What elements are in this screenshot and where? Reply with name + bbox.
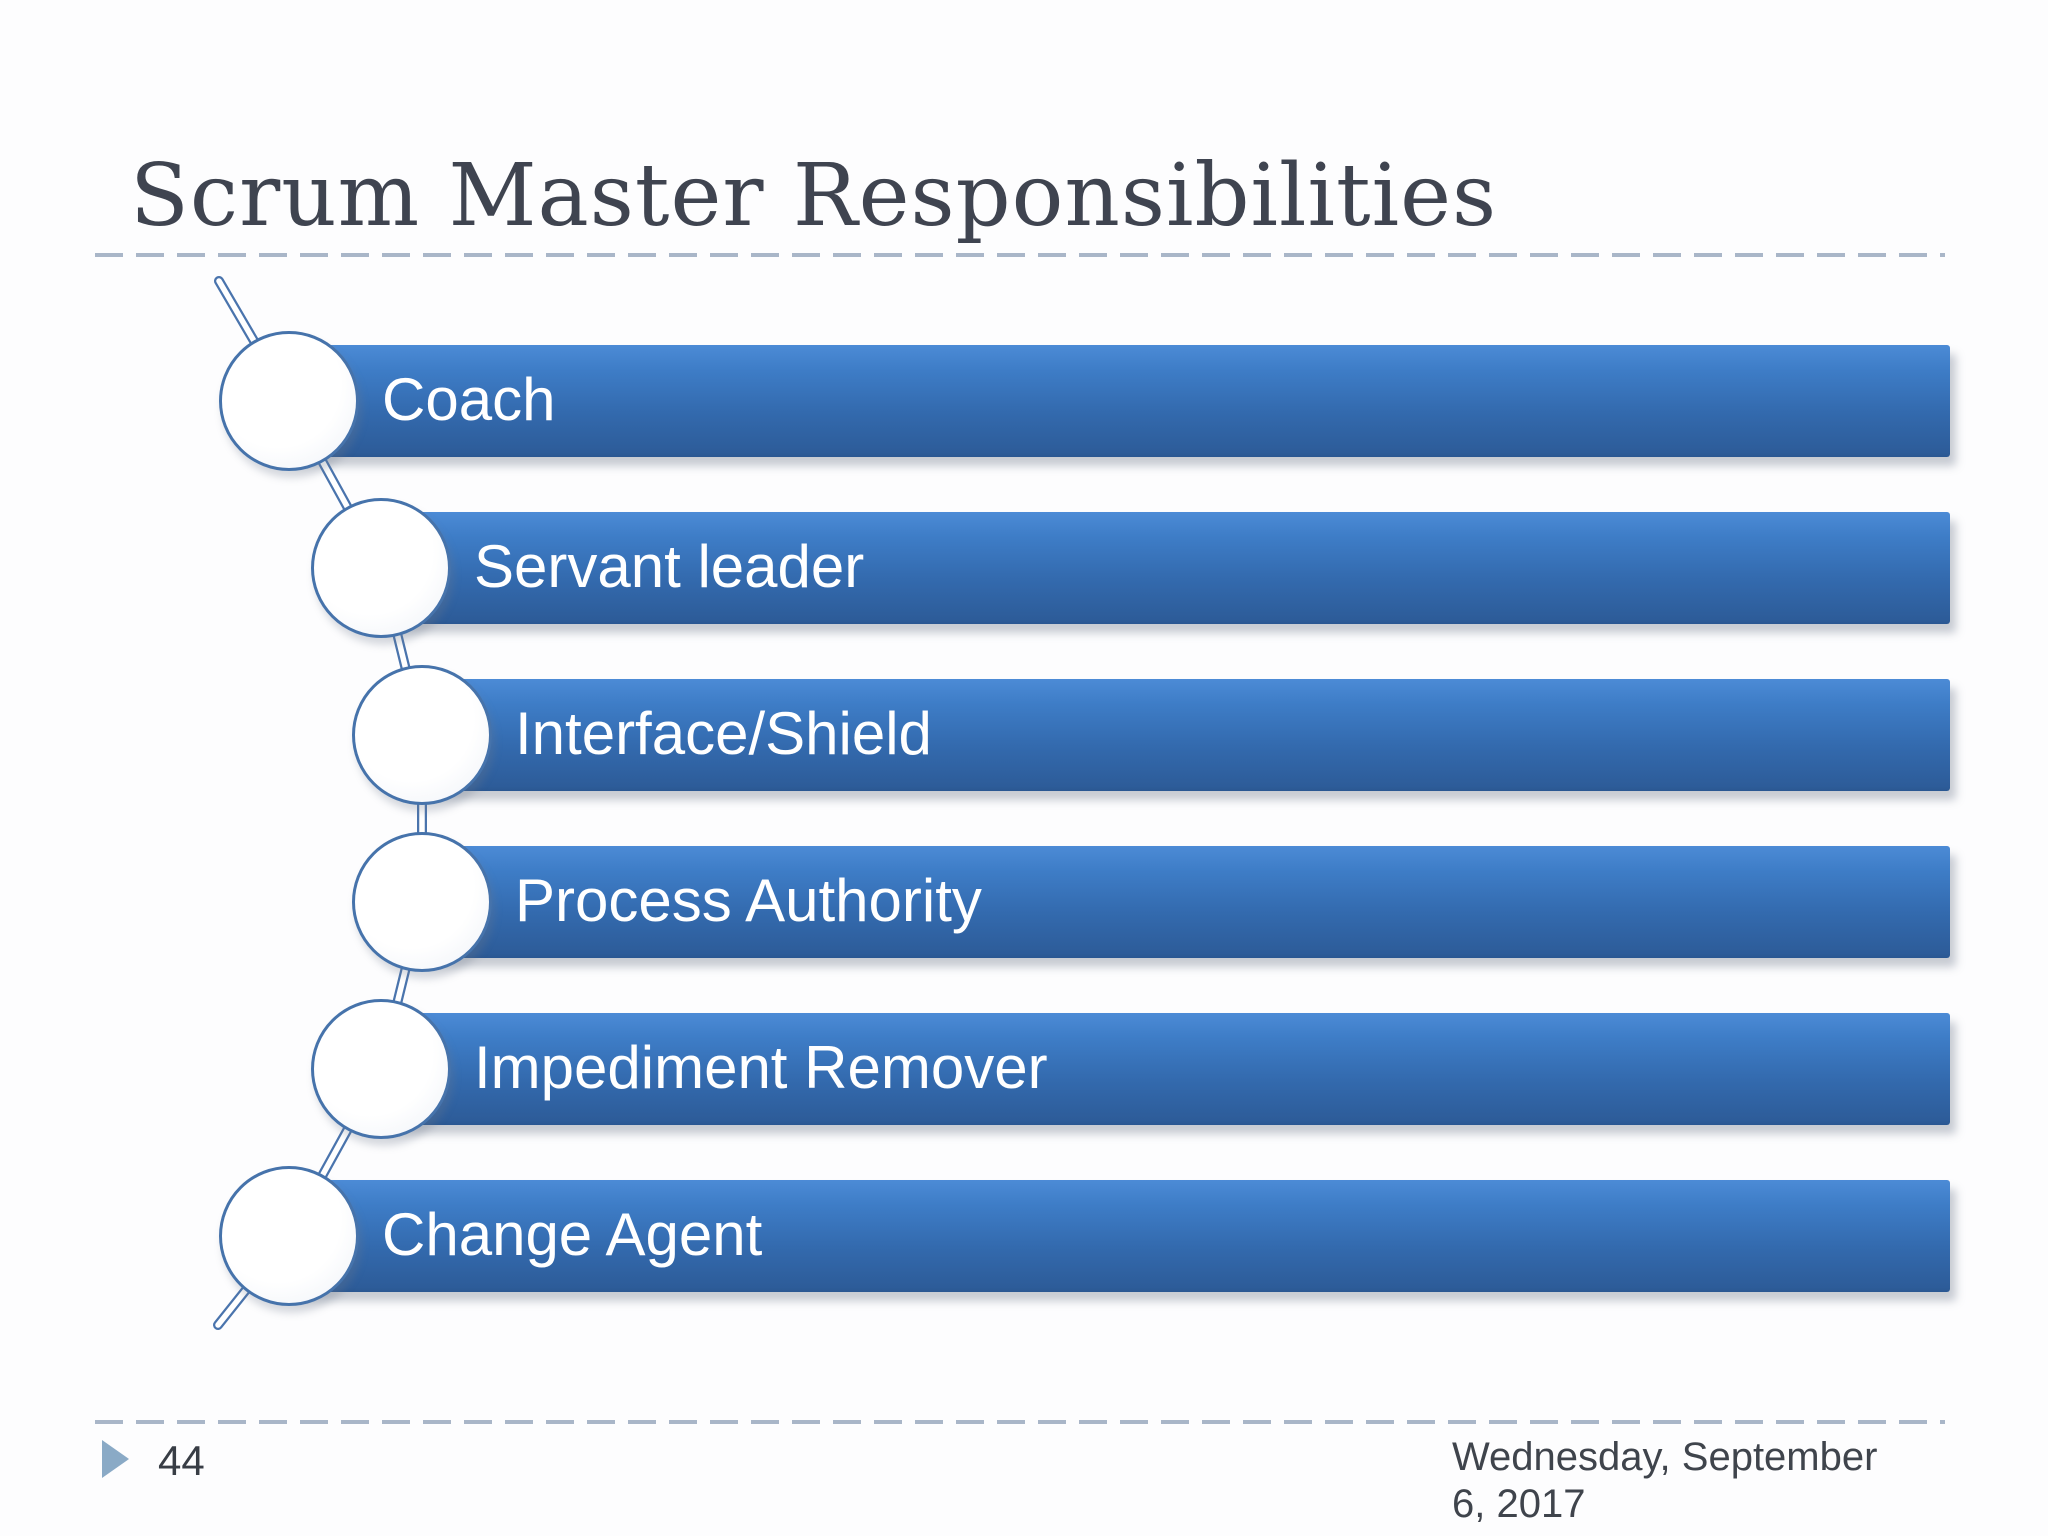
- responsibility-label: Servant leader: [474, 533, 865, 600]
- slide-number-arrow-icon: [102, 1440, 129, 1478]
- responsibility-bar-process-authority: Process Authority: [422, 846, 1950, 958]
- responsibility-label: Interface/Shield: [515, 700, 932, 767]
- bullet-circle-icon: [311, 498, 451, 638]
- responsibility-bar-impediment-remover: Impediment Remover: [381, 1013, 1950, 1125]
- bullet-circle-icon: [219, 1166, 359, 1306]
- responsibility-bar-interface-shield: Interface/Shield: [422, 679, 1950, 791]
- footer-divider: [95, 1420, 1945, 1424]
- slide-date-line2: 6, 2017: [1452, 1482, 1586, 1526]
- slide-date: Wednesday, September 6, 2017: [1452, 1434, 1877, 1528]
- responsibility-label: Impediment Remover: [474, 1034, 1048, 1101]
- bullet-circle-icon: [352, 665, 492, 805]
- responsibility-bar-coach: Coach: [289, 345, 1950, 457]
- page-title: Scrum Master Responsibilities: [130, 146, 1498, 246]
- bullet-circle-icon: [352, 832, 492, 972]
- responsibility-label: Change Agent: [382, 1201, 763, 1268]
- responsibility-label: Process Authority: [515, 867, 982, 934]
- title-divider: [95, 253, 1945, 257]
- responsibility-bar-change-agent: Change Agent: [289, 1180, 1950, 1292]
- slide-number: 44: [158, 1437, 205, 1484]
- responsibility-label: Coach: [382, 366, 556, 433]
- slide-date-line1: Wednesday, September: [1452, 1435, 1878, 1479]
- bullet-circle-icon: [311, 999, 451, 1139]
- bullet-circle-icon: [219, 331, 359, 471]
- responsibility-bar-servant-leader: Servant leader: [381, 512, 1950, 624]
